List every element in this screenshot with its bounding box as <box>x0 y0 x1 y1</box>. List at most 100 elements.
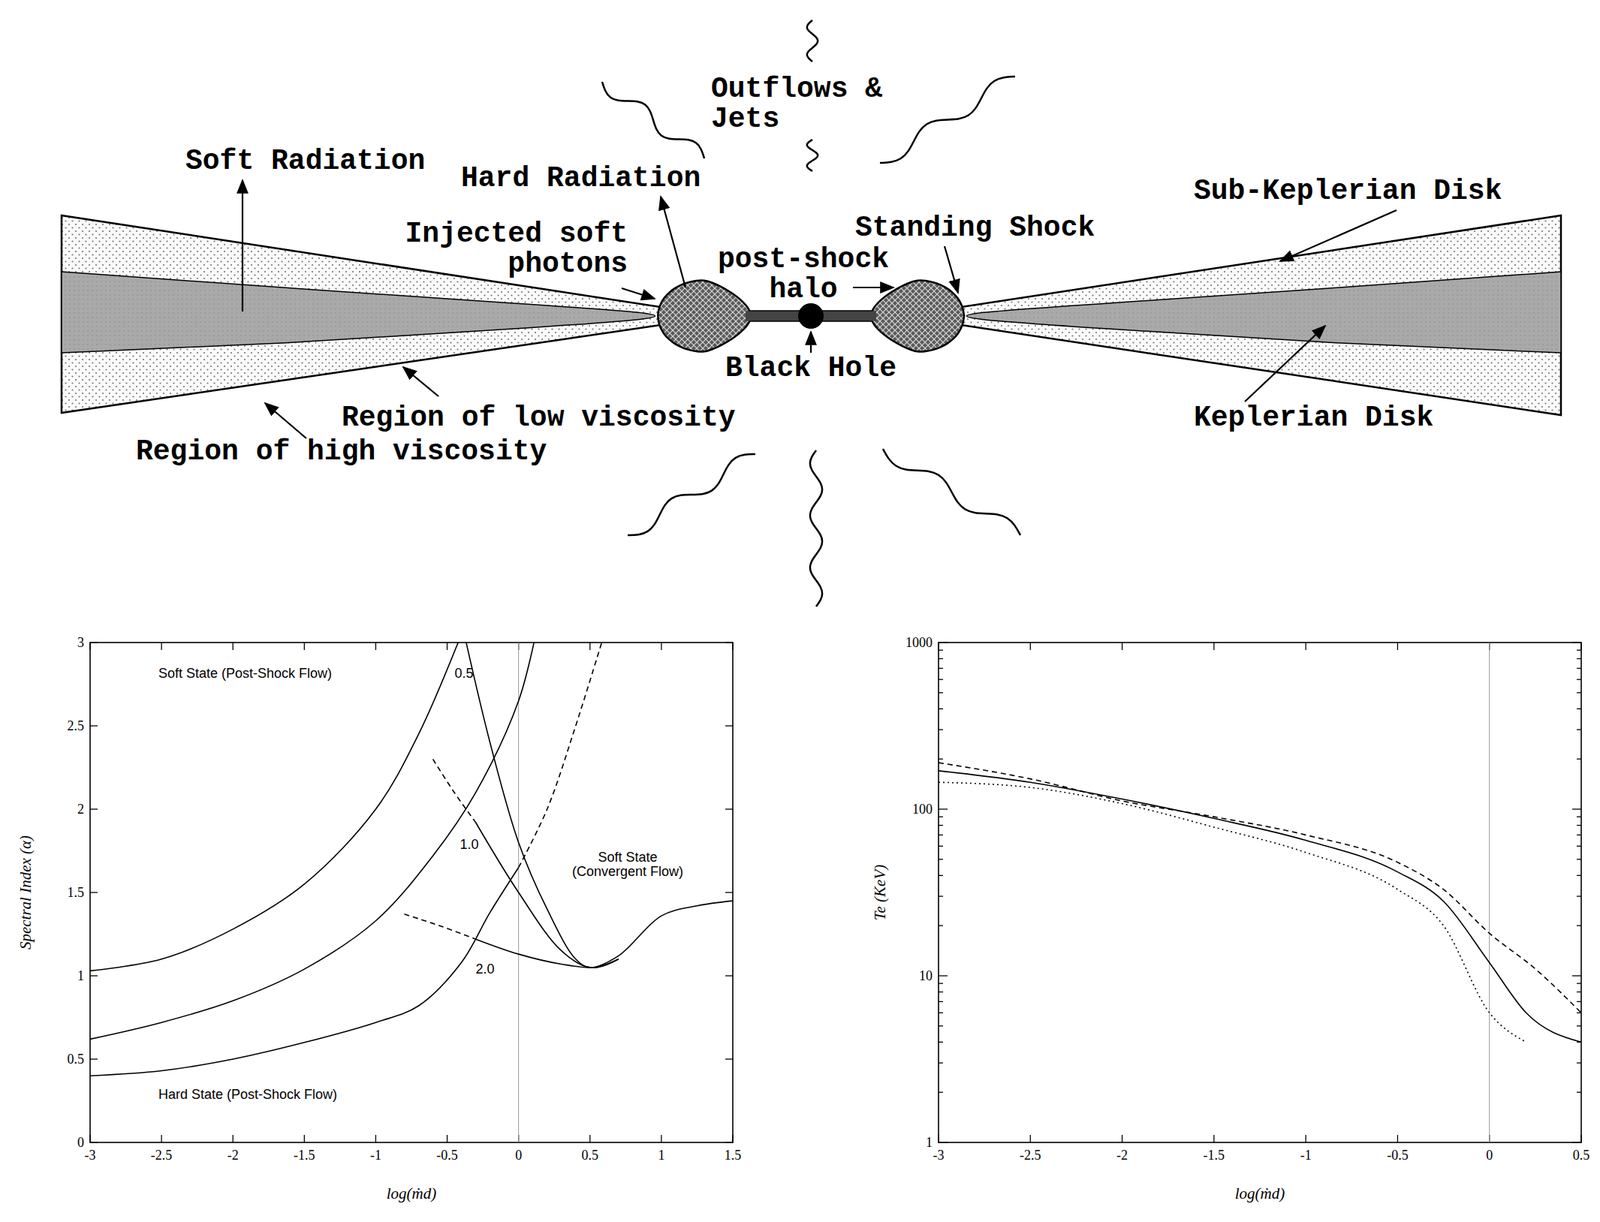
tick-label: 0.5 <box>581 1148 600 1164</box>
tick-mark <box>160 642 162 651</box>
tick-mark <box>304 1135 305 1143</box>
tick-mark <box>446 1135 448 1143</box>
tick-mark <box>1576 1092 1582 1094</box>
tick-mark <box>1576 983 1582 985</box>
tick-label: 1 <box>657 1148 665 1164</box>
plot-annotation: Soft State (Post-Shock Flow) <box>158 666 332 681</box>
tick-label: -1.5 <box>293 1148 316 1164</box>
tick-label: 0 <box>515 1148 522 1164</box>
tick-mark <box>1576 729 1582 730</box>
leader-arrow <box>241 180 244 312</box>
data-curve <box>938 782 1527 1043</box>
callout-label: Black Hole <box>725 353 897 384</box>
tick-label: -2 <box>1116 1148 1128 1164</box>
tick-mark <box>938 650 944 651</box>
tick-mark <box>589 642 591 651</box>
tick-mark <box>938 846 944 847</box>
tick-mark <box>1576 825 1582 826</box>
tick-mark <box>1121 1135 1123 1143</box>
leader-arrow <box>852 286 894 289</box>
tick-label: -2 <box>227 1148 239 1164</box>
tick-mark <box>732 642 733 651</box>
leader-arrow <box>944 246 959 293</box>
tick-label: 0.5 <box>1572 1148 1591 1164</box>
plot-annotation: 2.0 <box>475 962 495 977</box>
data-curve <box>90 642 462 971</box>
callout-label: post-shock halo <box>705 244 901 305</box>
tick-mark <box>89 1135 91 1143</box>
data-curve <box>464 642 733 968</box>
tick-mark <box>938 816 944 818</box>
data-curve <box>403 914 476 940</box>
tick-mark <box>1576 895 1582 897</box>
tick-mark <box>938 875 944 877</box>
leader-arrow <box>1280 210 1397 262</box>
callout-label: Keplerian Disk <box>1193 403 1434 434</box>
tick-mark <box>938 708 944 710</box>
tick-mark <box>937 642 939 651</box>
tick-mark <box>589 1135 591 1143</box>
tick-mark <box>725 808 733 810</box>
tick-mark <box>938 825 944 826</box>
tick-mark <box>90 808 98 810</box>
tick-mark <box>938 895 944 897</box>
tick-mark <box>938 1012 944 1014</box>
outflow-wave <box>807 20 818 62</box>
tick-mark <box>725 1141 733 1143</box>
black-hole-symbol <box>798 303 824 329</box>
tick-mark <box>1580 642 1582 651</box>
data-curve <box>476 939 619 968</box>
tick-mark <box>938 975 948 977</box>
tick-mark <box>232 1135 234 1143</box>
tick-mark <box>375 642 377 651</box>
tick-mark <box>160 1135 162 1143</box>
tick-mark <box>1576 708 1582 710</box>
tick-label: 1000 <box>905 635 933 651</box>
axis-title: log(ṁd) <box>1235 1185 1286 1203</box>
tick-mark <box>1576 991 1582 993</box>
data-curve <box>90 642 536 1040</box>
tick-mark <box>725 725 733 727</box>
keplerian-disk <box>61 271 656 353</box>
outflow-wave <box>882 448 1021 536</box>
tick-mark <box>1576 668 1582 669</box>
tick-mark <box>1576 925 1582 927</box>
tick-mark <box>1304 1135 1306 1143</box>
tick-mark <box>660 1135 662 1143</box>
tick-label: -2.5 <box>1019 1148 1042 1164</box>
tick-mark <box>1572 641 1582 643</box>
halo-tail <box>745 310 769 322</box>
tick-mark <box>90 641 98 643</box>
tick-mark <box>938 658 944 660</box>
callout-label: Region of high viscosity <box>135 436 547 468</box>
keplerian-disk <box>967 271 1562 353</box>
tick-mark <box>938 1092 944 1094</box>
tick-mark <box>90 891 98 893</box>
outflow-wave <box>810 450 823 607</box>
tick-mark <box>90 1058 98 1060</box>
data-curve <box>938 771 1582 1043</box>
tick-mark <box>938 1141 948 1143</box>
tick-mark <box>938 1062 944 1064</box>
tick-mark <box>1576 846 1582 847</box>
tick-mark <box>938 858 944 860</box>
tick-mark <box>938 1001 944 1003</box>
tick-mark <box>1576 834 1582 836</box>
outflow-wave <box>807 139 818 172</box>
leader-arrow <box>621 288 655 299</box>
tick-mark <box>1304 642 1306 651</box>
axis-title: Te (KeV) <box>871 864 889 921</box>
tick-mark <box>938 759 944 760</box>
tick-label: -1 <box>1300 1148 1312 1164</box>
data-curve <box>518 642 605 868</box>
tick-mark <box>1576 658 1582 660</box>
tick-mark <box>732 1135 733 1143</box>
tick-mark <box>232 642 234 651</box>
tick-mark <box>89 642 91 651</box>
tick-mark <box>1576 1062 1582 1064</box>
tick-mark <box>725 641 733 643</box>
tick-mark <box>938 925 944 927</box>
tick-label: 2 <box>77 802 85 817</box>
tick-mark <box>660 642 662 651</box>
tick-label: 3 <box>77 635 85 651</box>
